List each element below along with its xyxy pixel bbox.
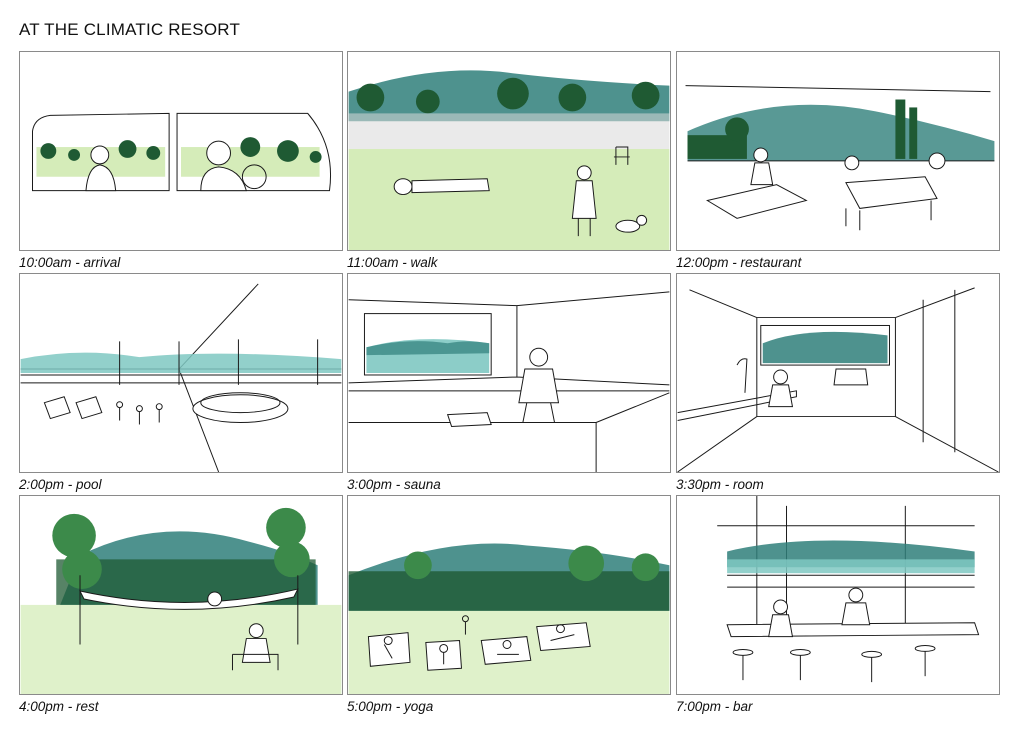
pool-illustration	[20, 283, 342, 472]
panel-pool	[19, 273, 343, 473]
panel-yoga	[347, 495, 671, 695]
walk-illustration	[348, 70, 670, 250]
arrival-illustration	[32, 112, 332, 192]
panel-bar	[676, 495, 1000, 695]
sauna-illustration	[348, 291, 670, 472]
caption-yoga: 5:00pm - yoga	[347, 699, 434, 714]
caption-rest: 4:00pm - rest	[19, 699, 99, 714]
caption-restaurant: 12:00pm - restaurant	[676, 255, 802, 270]
caption-arrival: 10:00am - arrival	[19, 255, 121, 270]
room-illustration	[677, 287, 999, 472]
bar-illustration	[717, 496, 980, 683]
restaurant-illustration	[685, 85, 995, 231]
panel-sauna	[347, 273, 671, 473]
panel-restaurant	[676, 51, 1000, 251]
panel-arrival	[19, 51, 343, 251]
panel-rest	[19, 495, 343, 695]
panel-walk	[347, 51, 671, 251]
page-title: AT THE CLIMATIC RESORT	[19, 20, 241, 39]
panel-room	[676, 273, 1000, 473]
caption-bar: 7:00pm - bar	[676, 699, 753, 714]
caption-room: 3:30pm - room	[676, 477, 764, 492]
caption-sauna: 3:00pm - sauna	[347, 477, 441, 492]
caption-walk: 11:00am - walk	[347, 255, 438, 270]
yoga-illustration	[348, 543, 670, 694]
rest-illustration	[20, 507, 342, 694]
caption-pool: 2:00pm - pool	[19, 477, 102, 492]
